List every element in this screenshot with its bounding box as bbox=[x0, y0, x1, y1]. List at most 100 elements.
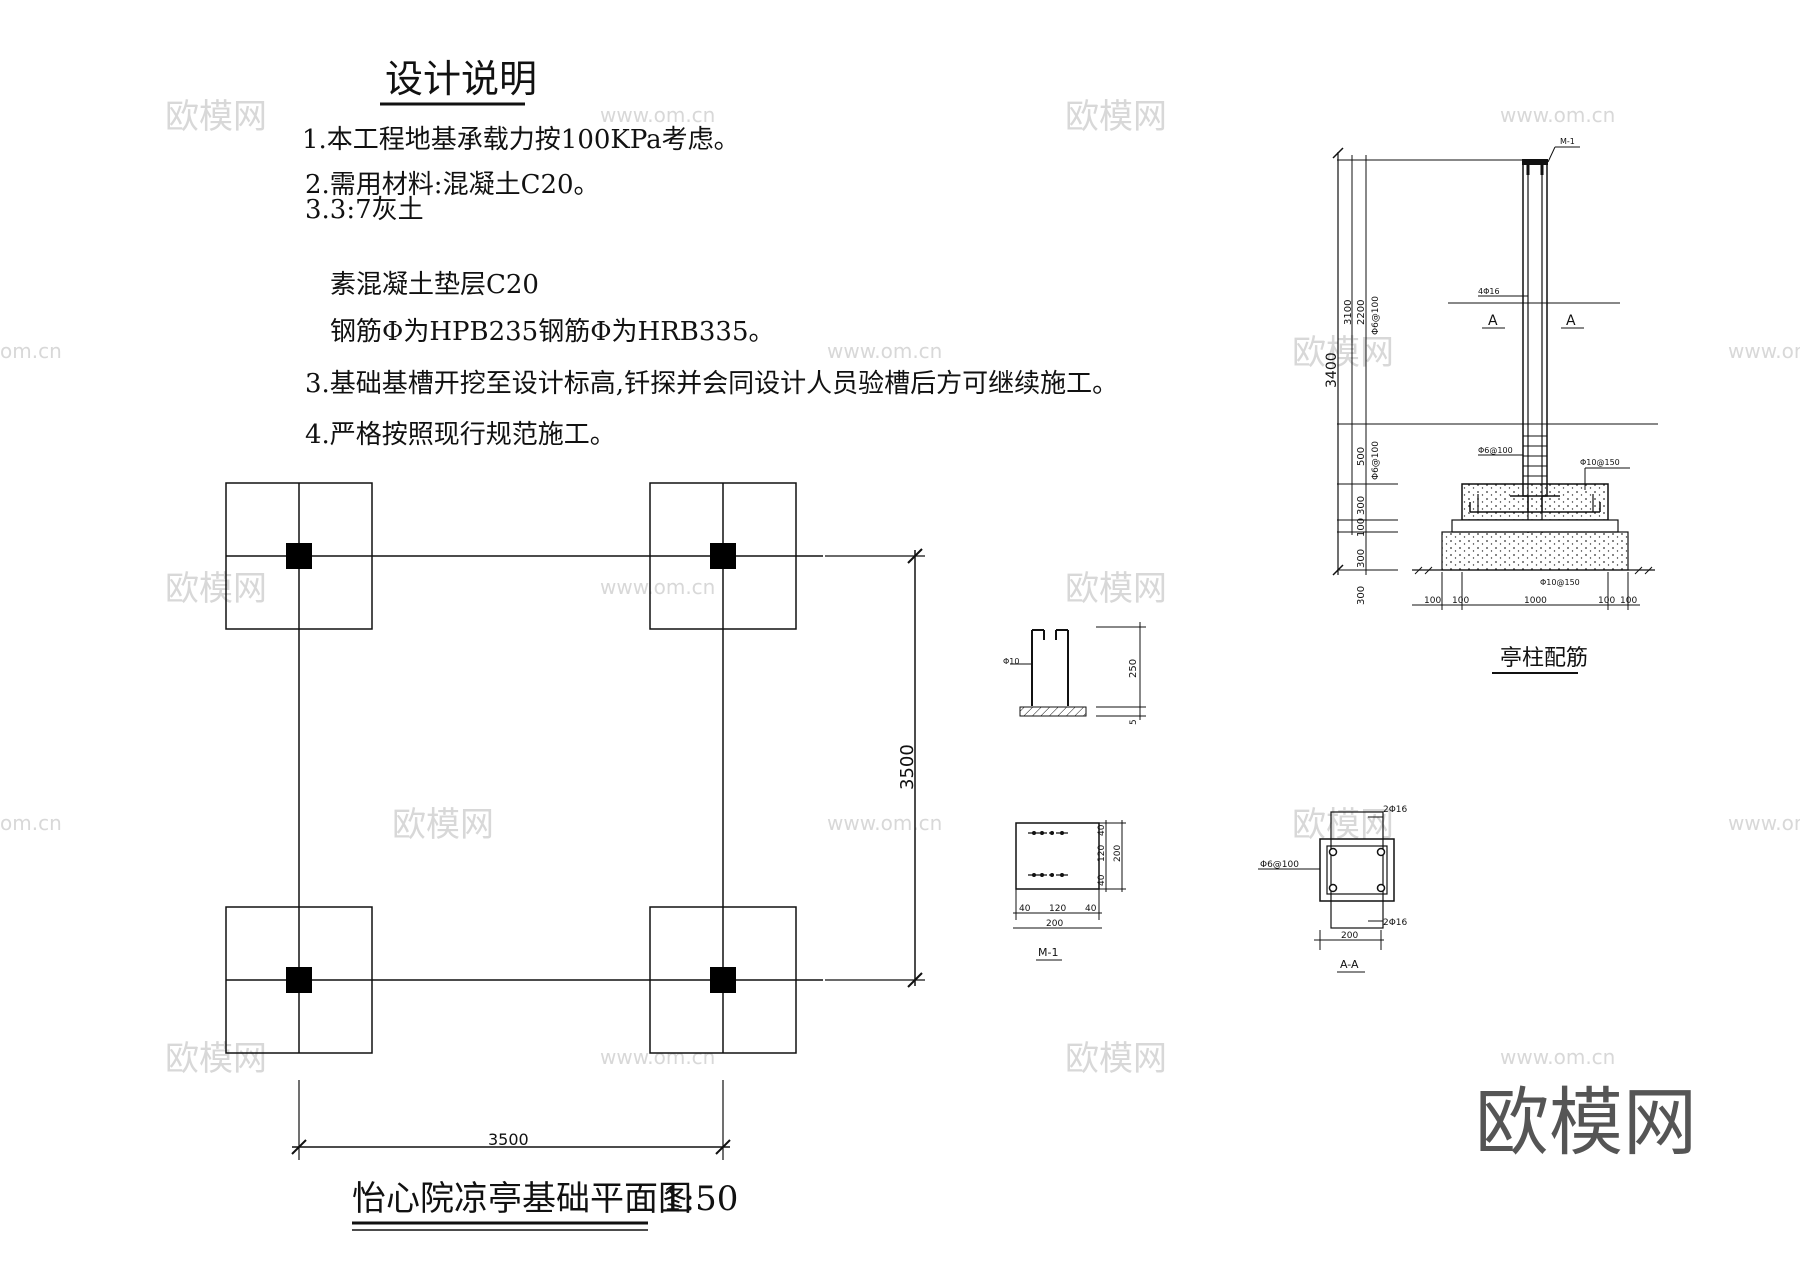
dim-200: 200 bbox=[1046, 919, 1063, 929]
dim-40: 40 bbox=[1085, 904, 1097, 914]
watermark-cn: 欧模网 bbox=[165, 1039, 267, 1079]
dim-b100: 100 bbox=[1424, 596, 1441, 606]
aa-dim-200: 200 bbox=[1341, 931, 1358, 941]
column bbox=[710, 967, 736, 993]
foundation-plan: 3500 3500 怡心院凉亭基础平面图 1:50 bbox=[225, 482, 925, 1231]
dim-500: 500 bbox=[1356, 447, 1367, 466]
watermark-layer: 欧模网 www.om.cn 欧模网 www.om.cn om.cn www.om… bbox=[0, 97, 1800, 1079]
column-section bbox=[1319, 838, 1395, 902]
watermark-url: www.om.cn bbox=[600, 103, 715, 127]
notes-line-7: 4.严格按照现行规范施工。 bbox=[305, 420, 616, 450]
rebar bbox=[1328, 883, 1338, 893]
plan-scale: 1:50 bbox=[662, 1179, 738, 1219]
notes-line-1: 1.本工程地基承载力按100KPa考虑。 bbox=[302, 125, 740, 155]
dim-120: 120 bbox=[1049, 904, 1066, 914]
dim-horizontal-value: 3500 bbox=[488, 1130, 529, 1149]
watermark-cn: 欧模网 bbox=[165, 97, 267, 137]
m1-title: M-1 bbox=[1038, 946, 1058, 959]
column bbox=[286, 967, 312, 993]
notes-line-6: 3.基础基槽开挖至设计标高,钎探并会同设计人员验槽后方可继续施工。 bbox=[305, 369, 1118, 399]
dim-300: 300 bbox=[1356, 549, 1367, 568]
watermark-partial: om.cn bbox=[0, 811, 62, 835]
column-reinforcement-detail: M-1 A A 4Φ16 Φ6@100 Φ10@150 Φ10@150 bbox=[1324, 137, 1658, 674]
dim-300: 300 bbox=[1356, 586, 1367, 605]
dim-tick bbox=[291, 1139, 307, 1155]
label-phi10-150-bottom: Φ10@150 bbox=[1540, 578, 1580, 587]
dim-5: 5 bbox=[1129, 719, 1139, 725]
dim-tick bbox=[715, 1139, 731, 1155]
section-mark-right: A bbox=[1566, 313, 1576, 329]
watermark-cn: 欧模网 bbox=[165, 569, 267, 609]
section-mark-left: A bbox=[1488, 313, 1498, 329]
m1-tag: M-1 bbox=[1560, 137, 1575, 146]
watermark-cn: 欧模网 bbox=[1065, 569, 1167, 609]
m1-plate-detail: 40 120 40 200 40 120 40 200 M-1 bbox=[1013, 820, 1126, 961]
notes-title: 设计说明 bbox=[385, 57, 537, 101]
column-detail-title: 亭柱配筋 bbox=[1500, 646, 1588, 671]
rebar bbox=[1328, 847, 1338, 857]
dim-v120: 120 bbox=[1097, 845, 1107, 862]
watermark-cn: 欧模网 bbox=[1065, 1039, 1167, 1079]
section-aa: 2Φ16 2Φ16 Φ6@100 200 A-A bbox=[1258, 805, 1408, 973]
footing-slab bbox=[1451, 519, 1619, 533]
dim-100: 100 bbox=[1356, 518, 1367, 537]
plan-title: 怡心院凉亭基础平面图 bbox=[352, 1179, 692, 1219]
dim-v200: 200 bbox=[1113, 845, 1123, 862]
dim-b100: 100 bbox=[1452, 596, 1469, 606]
watermark-cn: 欧模网 bbox=[1292, 333, 1394, 373]
watermark-url: www.om.cn bbox=[1500, 103, 1615, 127]
base-plate bbox=[1019, 706, 1087, 717]
notes-line-5: 钢筋Φ为HPB235钢筋Φ为HRB335。 bbox=[330, 317, 775, 347]
watermark-url: www.om.cn bbox=[827, 811, 942, 835]
watermark-cn: 欧模网 bbox=[392, 805, 494, 845]
dim-vertical-value: 3500 bbox=[897, 744, 918, 790]
rebar bbox=[1376, 883, 1386, 893]
label-4phi16: 4Φ16 bbox=[1478, 287, 1500, 296]
notes-line-2: 2.需用材料:混凝土C20。 bbox=[305, 170, 600, 200]
cap-plate bbox=[1522, 159, 1548, 165]
aa-label-top: 2Φ16 bbox=[1383, 805, 1408, 815]
notes-line-3: 3.3:7灰土 bbox=[305, 195, 424, 225]
dim-250: 250 bbox=[1128, 659, 1139, 678]
plate-outline bbox=[1015, 822, 1100, 890]
stirrup bbox=[1326, 845, 1388, 895]
watermark-url: www.om.cn bbox=[1728, 339, 1800, 363]
rebar bbox=[1376, 847, 1386, 857]
notes-line-4: 素混凝土垫层C20 bbox=[330, 270, 539, 300]
watermark-url: www.om.cn bbox=[1728, 811, 1800, 835]
anchor-label: Φ10 bbox=[1003, 657, 1019, 666]
dim-3400: 3400 bbox=[1324, 352, 1340, 388]
label-stirrup-mid: Φ6@100 bbox=[1478, 446, 1513, 455]
dim-tick bbox=[907, 548, 923, 564]
watermark-url: www.om.cn bbox=[827, 339, 942, 363]
anchor-bolt-detail: Φ10 250 5 bbox=[1003, 622, 1146, 725]
column bbox=[710, 543, 736, 569]
watermark-partial: om.cn bbox=[0, 339, 62, 363]
column bbox=[286, 543, 312, 569]
aa-label-bottom: 2Φ16 bbox=[1383, 918, 1408, 928]
dim-tick bbox=[907, 972, 923, 988]
design-notes: 设计说明 1.本工程地基承载力按100KPa考虑。 2.需用材料:混凝土C20。… bbox=[302, 57, 1118, 450]
watermark-cn: 欧模网 bbox=[1065, 97, 1167, 137]
watermark-url: www.om.cn bbox=[600, 1045, 715, 1069]
dim-b100: 100 bbox=[1598, 596, 1615, 606]
dim-b1000: 1000 bbox=[1524, 596, 1547, 606]
dim-40: 40 bbox=[1019, 904, 1031, 914]
dim-b100: 100 bbox=[1620, 596, 1637, 606]
label-phi6-100-left: Φ6@100 bbox=[1371, 296, 1381, 335]
pedestal bbox=[1461, 483, 1609, 521]
label-phi6-100-lower: Φ6@100 bbox=[1371, 441, 1381, 480]
brand-logo-text: 欧模网 bbox=[1475, 1080, 1697, 1166]
watermark-url: www.om.cn bbox=[1500, 1045, 1615, 1069]
section-outline bbox=[1330, 811, 1384, 929]
label-phi10-150-right: Φ10@150 bbox=[1580, 458, 1620, 467]
dim-3100: 3100 bbox=[1343, 300, 1354, 325]
dim-v40: 40 bbox=[1097, 824, 1107, 836]
watermark-url: www.om.cn bbox=[600, 575, 715, 599]
dim-2200: 2200 bbox=[1356, 300, 1367, 325]
aa-title: A-A bbox=[1340, 958, 1359, 971]
aa-label-stirrup: Φ6@100 bbox=[1260, 860, 1299, 870]
dim-v40: 40 bbox=[1097, 874, 1107, 886]
dim-300: 300 bbox=[1356, 496, 1367, 515]
